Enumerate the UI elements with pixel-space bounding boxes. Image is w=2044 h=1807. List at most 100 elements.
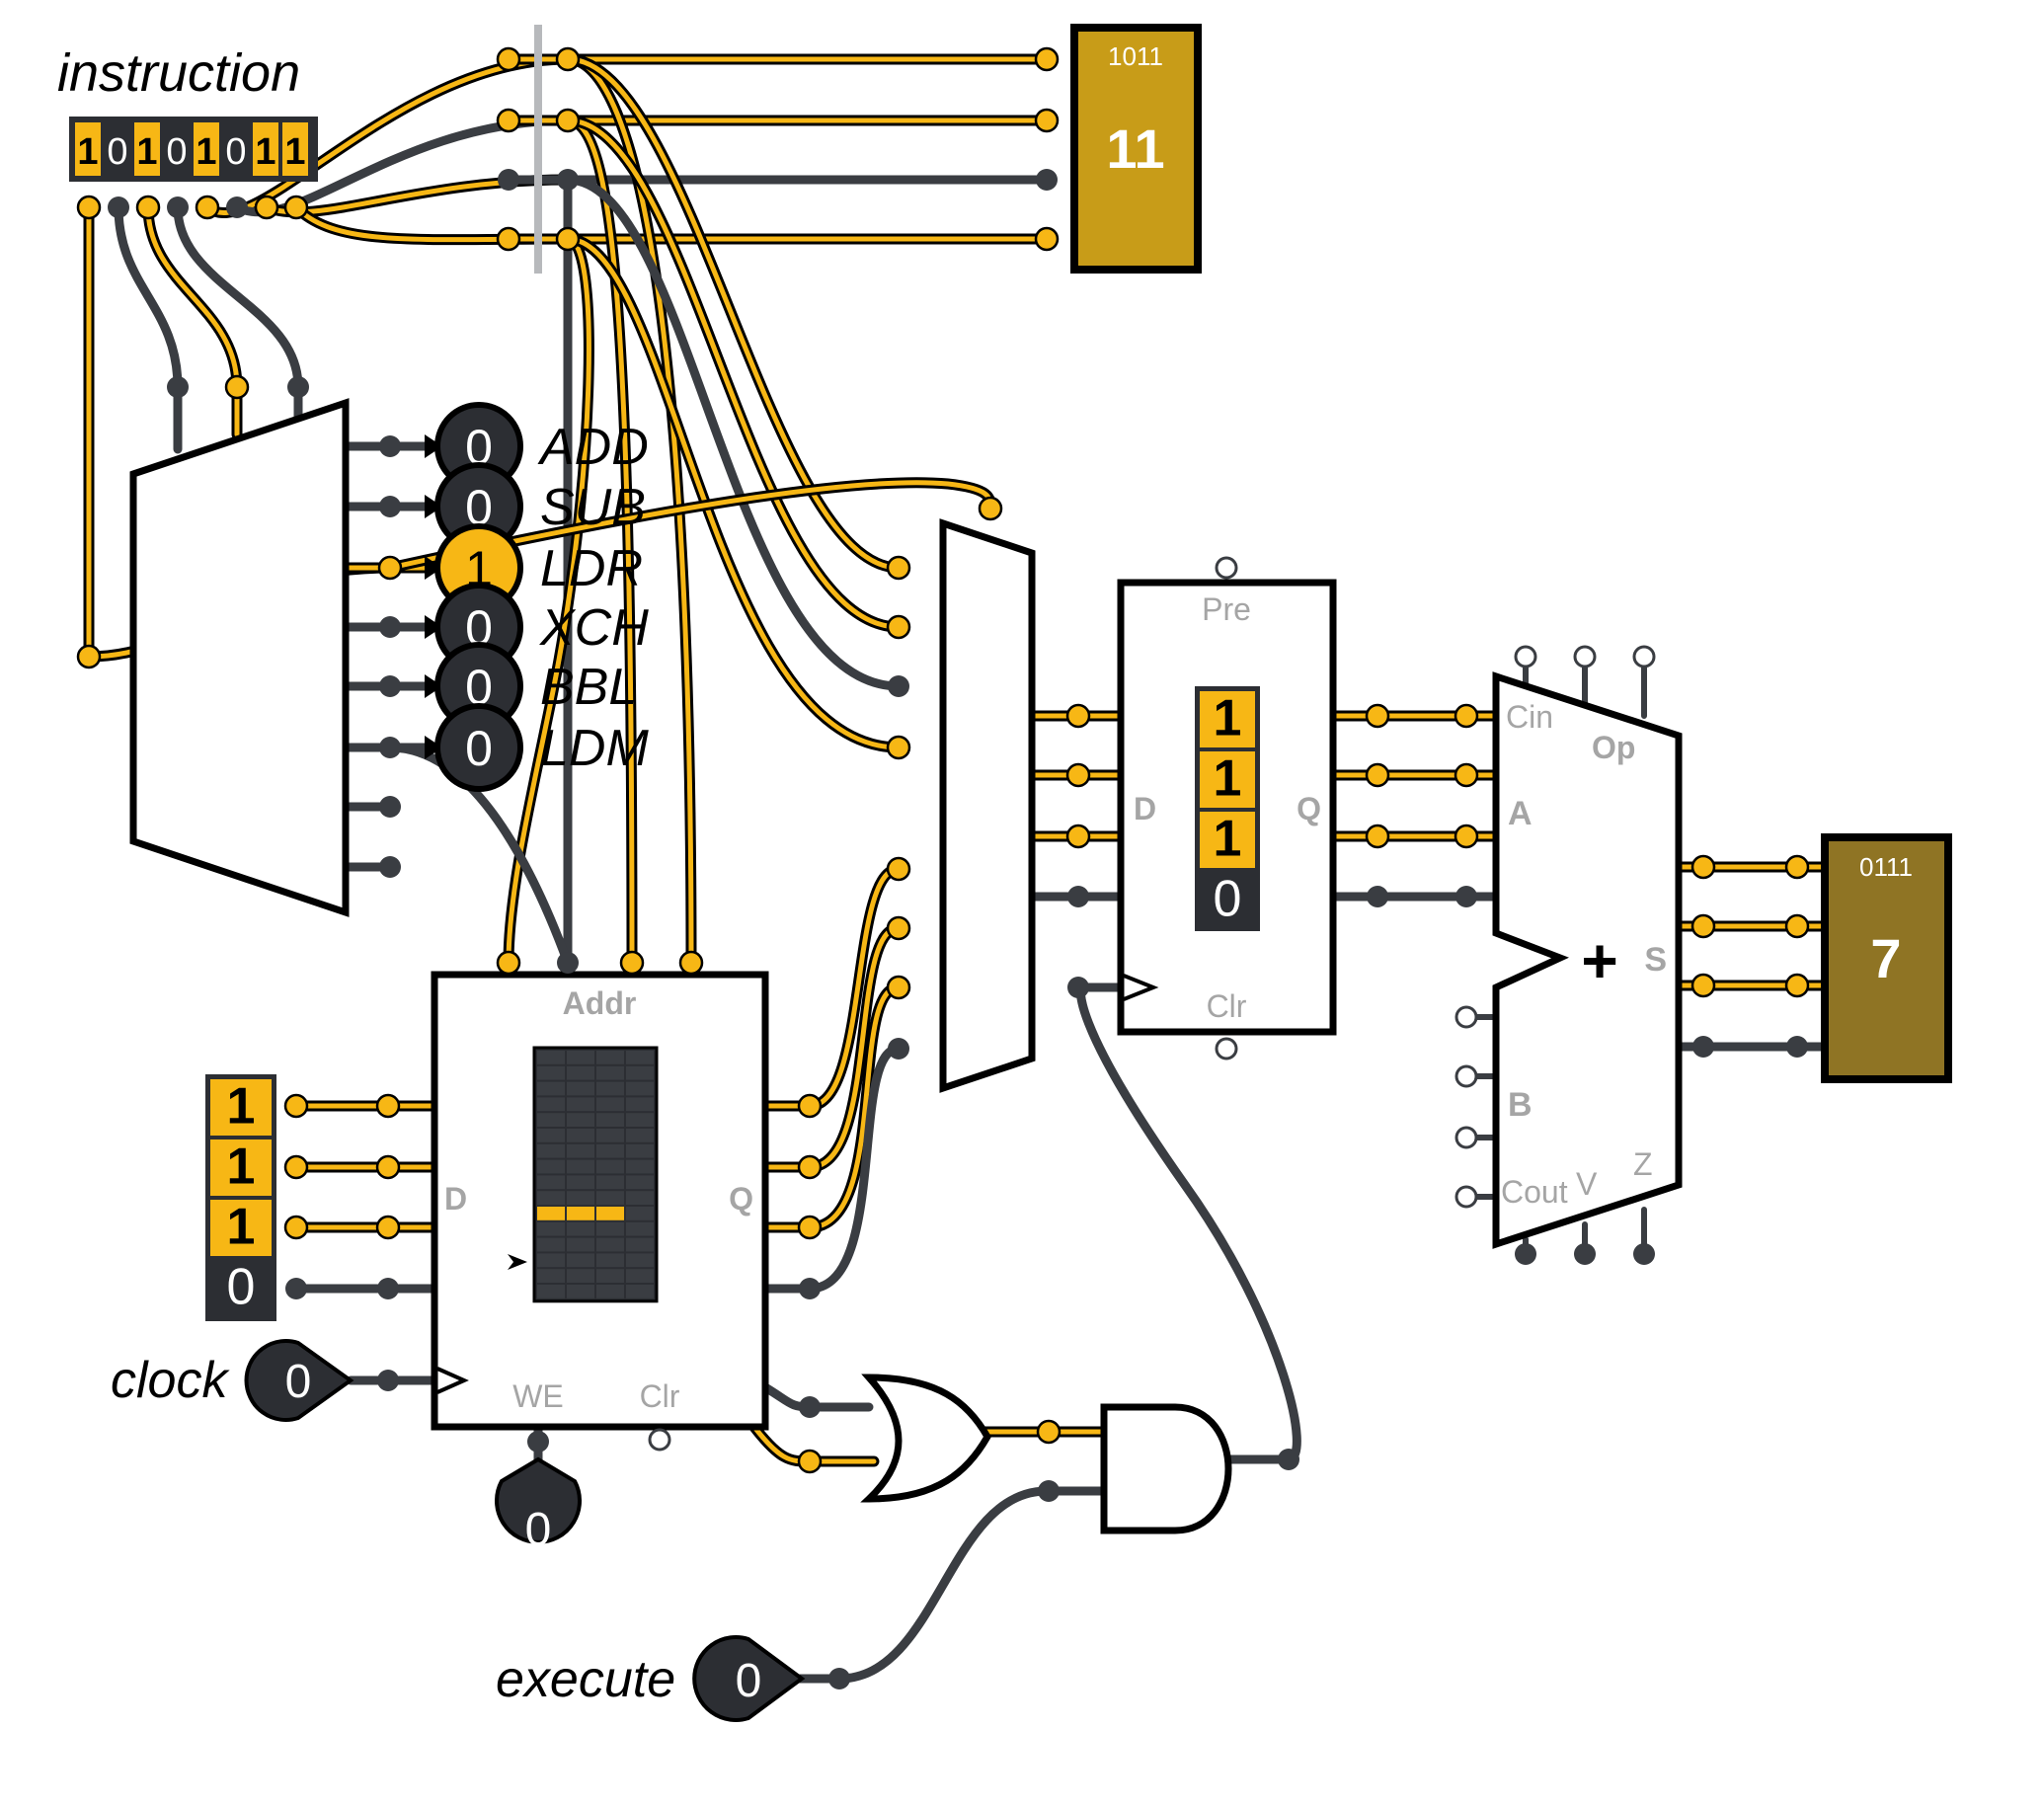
wire-ramq-2-core [762,984,902,1230]
pin-dot [283,1154,309,1180]
write-enable-toggle[interactable] [495,1456,582,1544]
ram-cell [626,1221,654,1236]
top-display-value: 11 [1106,118,1164,180]
decoder-output-label: XCH [539,599,649,657]
pin-dot [224,374,250,400]
ram-cell [537,1269,565,1283]
pin-dot [283,1215,309,1240]
and-gate [1100,1403,1232,1534]
ram-cell [626,1207,654,1220]
ram-cell [596,1081,624,1096]
pin-dot [379,796,401,818]
pin-dot [379,737,401,758]
ram-cell [596,1113,624,1127]
pin-dot [496,226,521,252]
ram-cell [567,1175,594,1190]
ram-cell [596,1159,624,1174]
pin-dot [377,555,403,581]
execute-toggle[interactable] [692,1635,806,1722]
execute-input[interactable]: execute 0 [496,1635,806,1722]
register-d-label: D [1134,791,1156,826]
pin-dot [377,1278,399,1299]
wire-ldr-select-core [387,480,993,571]
wire-mux-a0-core [565,56,902,571]
data-input-bit [210,1200,272,1256]
pin-dot [76,195,102,220]
pin-dot [1036,169,1058,191]
ram-cell [596,1051,624,1064]
ram-cell [537,1129,565,1142]
decoder-output-label: SUB [540,479,646,536]
ram-cell [596,1065,624,1080]
pin-dot [555,46,581,72]
pin-dot [1574,1243,1596,1265]
ram-cell [537,1207,565,1220]
instruction-bit [253,122,278,176]
write-enable-input[interactable]: 0 [495,1456,582,1556]
alu-s-label: S [1644,941,1667,979]
ram-cell-grid [532,1046,659,1303]
pin-dot [498,169,519,191]
alu-b-label: B [1508,1086,1533,1124]
alu-plus-label: + [1581,925,1617,996]
instruction-bit [75,122,101,176]
pin-dot [557,169,579,191]
pin-dot [1034,108,1060,133]
register-bit [1200,812,1255,868]
register-bit [1200,872,1255,928]
ram-cell [537,1253,565,1268]
pin-dot [496,108,521,133]
ram-cell [626,1191,654,1205]
decoder-arrow [425,674,442,698]
pin-dot [1038,1480,1060,1502]
clock-toggle[interactable] [244,1339,354,1422]
pin-dot [799,1278,821,1299]
bus-splitter-bar [534,25,542,274]
top-display-box [1070,24,1202,274]
data-input-bit [210,1260,272,1316]
pin-dot [1690,973,1716,998]
pin-dot [1215,1037,1238,1061]
pin-dot [377,1370,399,1391]
instruction-bit-label: 1 [284,131,305,173]
ram-cell [596,1285,624,1298]
ram-cell [537,1237,565,1252]
ram-cell [626,1129,654,1142]
pin-dot [678,950,704,976]
ram-cell [567,1253,594,1268]
ram-cell [537,1051,565,1064]
decoder-arrow [425,736,442,759]
ram-cell [537,1081,565,1096]
pin-dot [1034,226,1060,252]
ram-we-label: WE [512,1378,564,1414]
clock-input[interactable]: clock 0 [111,1339,354,1422]
instruction-bit-label: 0 [225,131,246,173]
pin-dot [648,1428,671,1452]
ram-cell [567,1081,594,1096]
ram-cell [596,1253,624,1268]
ram-cell [626,1143,654,1158]
pin-dot [797,1215,823,1240]
pin-dot [254,195,279,220]
wire-execute [793,1486,1106,1684]
wire-ramq-0-core [762,866,902,1109]
alu-z-label: Z [1633,1146,1653,1182]
pin-dot [496,950,521,976]
pin-dot [1454,762,1479,788]
ram-cell [626,1113,654,1127]
data-input-bit-label: 1 [227,1138,256,1195]
ram-cell [537,1285,565,1298]
right-display-box [1821,833,1952,1083]
ram-cell [537,1175,565,1190]
wire-alu-b-pins [1463,1014,1499,1200]
alu-cin-label: Cin [1506,699,1553,735]
ram-cell [567,1097,594,1112]
pin-dot [285,1278,307,1299]
